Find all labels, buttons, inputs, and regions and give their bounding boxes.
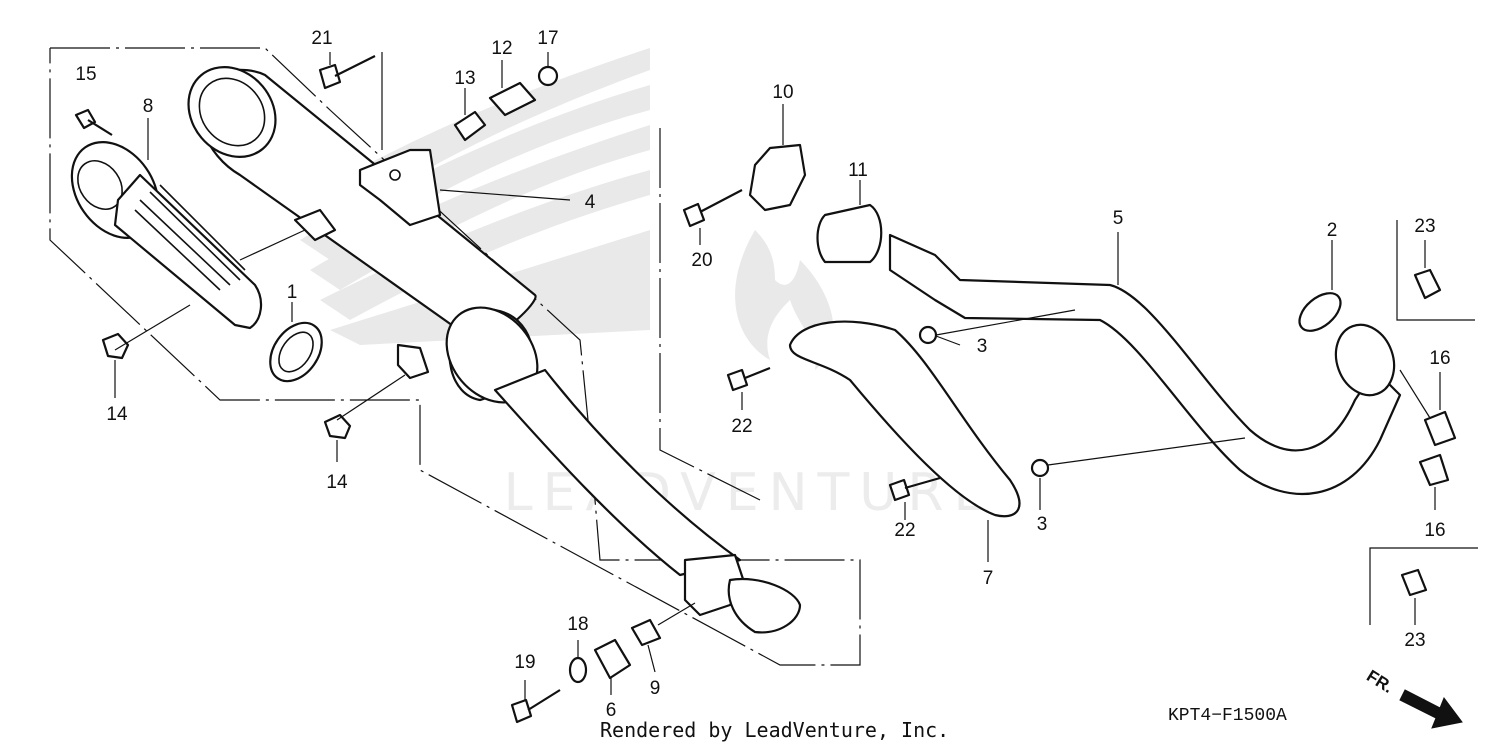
heat-protector-7 <box>788 320 1021 518</box>
callout-14-b: 14 <box>326 472 348 493</box>
bolt-22-b <box>888 476 941 502</box>
callout-18: 18 <box>567 614 588 635</box>
callout-8: 8 <box>143 96 154 117</box>
muffler-group-frame <box>49 47 861 666</box>
exhaust-pipe <box>888 233 1402 495</box>
callout-7: 7 <box>983 568 994 589</box>
callout-10: 10 <box>772 82 793 103</box>
muffler-inlet-pipe <box>493 368 742 577</box>
callout-15: 15 <box>75 64 96 85</box>
exhaust-pipe-assembly <box>682 143 1457 597</box>
callout-6: 6 <box>606 700 617 721</box>
callout-5: 5 <box>1113 208 1124 229</box>
callout-3-a: 3 <box>977 336 988 357</box>
hardware <box>74 55 662 724</box>
muffler-upper-bracket <box>358 148 442 227</box>
callout-19: 19 <box>514 652 535 673</box>
muffler-end-cap-ring <box>198 77 266 147</box>
callout-2: 2 <box>1327 220 1338 241</box>
washer-3-a <box>918 325 938 345</box>
callout-16-b: 16 <box>1424 520 1445 541</box>
muffler-gasket-inner <box>278 331 314 373</box>
callout-1: 1 <box>287 282 298 303</box>
nut-14-b <box>323 413 352 440</box>
muffler-side-bracket-upper <box>293 208 337 242</box>
nut-inset-frame-b <box>1369 547 1478 625</box>
gasket-2 <box>1298 292 1342 332</box>
callout-4: 4 <box>585 192 596 213</box>
nut-16-b <box>1418 453 1450 487</box>
group-frames <box>49 47 1478 666</box>
grommet-12 <box>488 81 537 117</box>
render-credit: Rendered by LeadVenture, Inc. <box>600 718 950 742</box>
bolt-21 <box>318 55 376 90</box>
callout-23-b: 23 <box>1404 630 1425 651</box>
tailpipe-outlet <box>77 160 123 210</box>
callout-17: 17 <box>537 28 558 49</box>
bracket-hole <box>389 169 401 181</box>
bolt-19 <box>510 689 561 724</box>
pipe-joint-gasket-11 <box>816 203 883 264</box>
wing-logo-watermark <box>290 48 650 345</box>
callout-14-a: 14 <box>106 404 128 425</box>
leader-lines <box>114 52 1441 700</box>
spark-arrester-screen <box>113 173 263 330</box>
callout-22-a: 22 <box>731 416 752 437</box>
bolt-22-a <box>726 366 771 392</box>
callout-11: 11 <box>848 160 868 181</box>
screen-mesh <box>134 184 246 291</box>
collar-13 <box>453 110 487 142</box>
callout-21: 21 <box>311 28 332 49</box>
diagram-code: KPT4−F1500A <box>1168 706 1287 726</box>
callouts: 15 8 21 13 12 17 4 1 14 14 10 20 11 5 2 … <box>75 28 1450 721</box>
nut-16-a <box>1423 410 1457 447</box>
callout-13: 13 <box>454 68 475 89</box>
bolt-15 <box>74 108 113 136</box>
washer-3-b <box>1030 458 1050 478</box>
callout-16-a: 16 <box>1429 348 1450 369</box>
callout-9: 9 <box>650 678 661 699</box>
nut-inset-frame-a <box>1396 220 1475 321</box>
nut-23-b <box>1400 568 1428 597</box>
grommet-6 <box>593 638 632 680</box>
muffler-gasket <box>269 321 323 383</box>
collar-9 <box>630 618 662 647</box>
muffler-side-bracket-lower <box>396 343 430 380</box>
callout-3-b: 3 <box>1037 514 1048 535</box>
washer-18 <box>568 656 588 684</box>
callout-22-b: 22 <box>894 520 915 541</box>
joint-pipe-end <box>727 577 802 634</box>
exhaust-pipe-clamp <box>748 143 807 212</box>
spark-arrester-assembly <box>70 141 263 330</box>
clamp-bolt-20 <box>682 189 743 228</box>
callout-20: 20 <box>691 250 712 271</box>
nut-23-a <box>1413 268 1442 300</box>
nut-17 <box>537 65 559 87</box>
callout-12: 12 <box>491 38 512 59</box>
muffler-assembly <box>187 66 802 634</box>
callout-23-a: 23 <box>1414 216 1435 237</box>
muffler-end-cap <box>187 66 277 158</box>
exhaust-pipe-flange <box>1334 323 1396 397</box>
exhaust-pipe-group-frame <box>659 128 761 501</box>
arrow-front-icon <box>1399 689 1463 729</box>
nut-14-a <box>101 332 130 360</box>
